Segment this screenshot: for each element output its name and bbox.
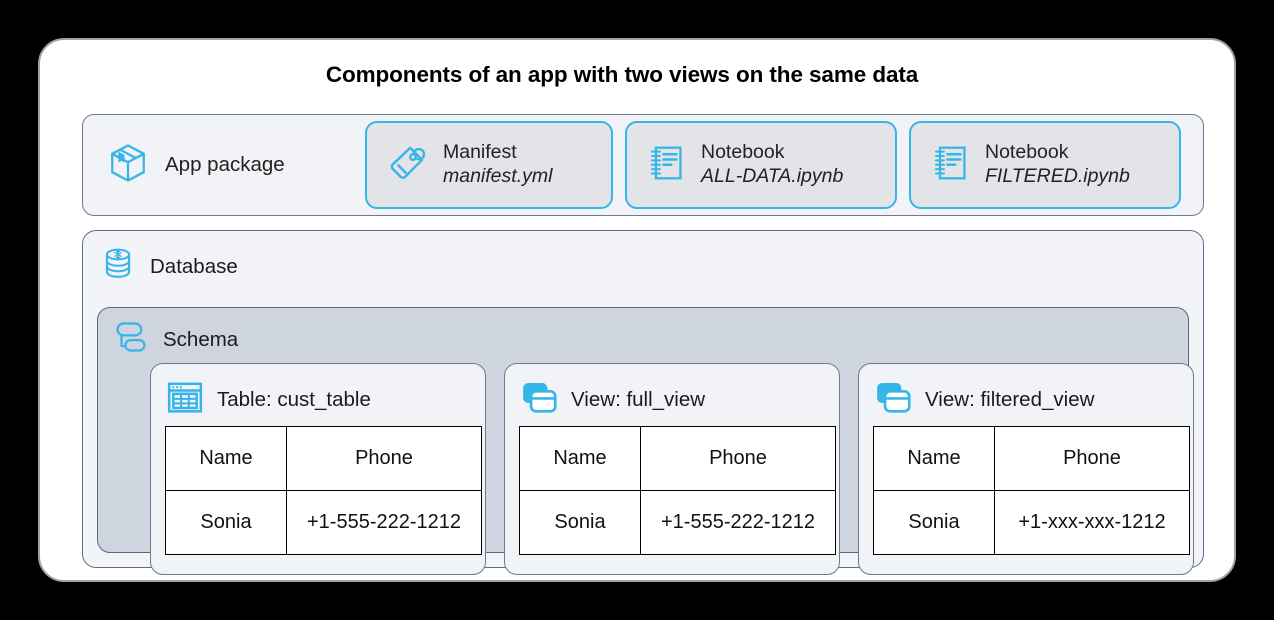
schema-label: Schema [163,327,239,351]
notebook-icon [645,142,687,189]
schema-entity-cards: Table: cust_table Name Phone Sonia +1-55… [150,363,1194,575]
schema-header: Schema [98,308,1188,361]
column-header-phone: Phone [640,426,836,491]
file-card-notebook-all-data[interactable]: Notebook ALL-DATA.ipynb [625,121,897,209]
app-package-label: App package [165,153,285,176]
cell-phone: +1-555-222-1212 [640,490,836,555]
column-header-phone: Phone [286,426,482,491]
package-box-icon [107,142,149,189]
file-kind: Notebook [701,141,785,164]
database-label: Database [150,254,238,278]
view-icon [519,378,559,423]
entity-card-full-view[interactable]: View: full_view Name Phone Sonia +1-555-… [504,363,840,575]
table-row-header: Name Phone [519,426,836,491]
diagram-canvas: Components of an app with two views on t… [38,38,1236,582]
table-row: Sonia +1-555-222-1212 [519,490,836,555]
cell-name: Sonia [519,490,641,555]
page-title: Components of an app with two views on t… [325,62,919,87]
entity-label: Table: cust_table [217,388,371,411]
app-package-label-group: App package [107,142,365,189]
app-package-row: App package Manifest manifest.yml [82,114,1204,216]
file-name: manifest.yml [443,165,553,187]
file-card-text: Notebook FILTERED.ipynb [985,141,1130,189]
file-card-manifest[interactable]: Manifest manifest.yml [365,121,613,209]
column-header-name: Name [873,426,995,491]
database-container: Database Schema [82,230,1204,575]
cell-phone: +1-555-222-1212 [286,490,482,555]
table-row-header: Name Phone [165,426,482,491]
column-header-phone: Phone [994,426,1190,491]
column-header-name: Name [165,426,287,491]
database-header: Database [83,231,1203,288]
file-name: ALL-DATA.ipynb [701,165,844,187]
schema-icon [112,318,150,361]
file-card-text: Notebook ALL-DATA.ipynb [701,141,843,189]
file-kind: Notebook [985,141,1069,164]
tag-icon [385,141,429,190]
table-icon [165,378,205,423]
column-header-name: Name [519,426,641,491]
schema-container: Schema [97,307,1194,575]
database-snowflake-icon [99,245,137,288]
file-kind: Manifest [443,141,517,164]
entity-table: Name Phone Sonia +1-555-222-1212 [519,426,836,555]
entity-header: View: full_view [519,374,825,426]
file-card-notebook-filtered[interactable]: Notebook FILTERED.ipynb [909,121,1181,209]
entity-header: View: filtered_view [873,374,1179,426]
entity-label: View: filtered_view [925,388,1095,411]
table-row: Sonia +1-555-222-1212 [165,490,482,555]
entity-header: Table: cust_table [165,374,471,426]
cell-name: Sonia [873,490,995,555]
entity-card-table[interactable]: Table: cust_table Name Phone Sonia +1-55… [150,363,486,575]
entity-label: View: full_view [571,388,706,411]
entity-card-filtered-view[interactable]: View: filtered_view Name Phone Sonia +1-… [858,363,1194,575]
file-name: FILTERED.ipynb [985,165,1130,187]
table-row: Sonia +1-xxx-xxx-1212 [873,490,1190,555]
cell-phone: +1-xxx-xxx-1212 [994,490,1190,555]
view-icon [873,378,913,423]
entity-table: Name Phone Sonia +1-xxx-xxx-1212 [873,426,1190,555]
file-card-text: Manifest manifest.yml [443,141,552,189]
cell-name: Sonia [165,490,287,555]
table-row-header: Name Phone [873,426,1190,491]
entity-table: Name Phone Sonia +1-555-222-1212 [165,426,482,555]
notebook-icon [929,142,971,189]
